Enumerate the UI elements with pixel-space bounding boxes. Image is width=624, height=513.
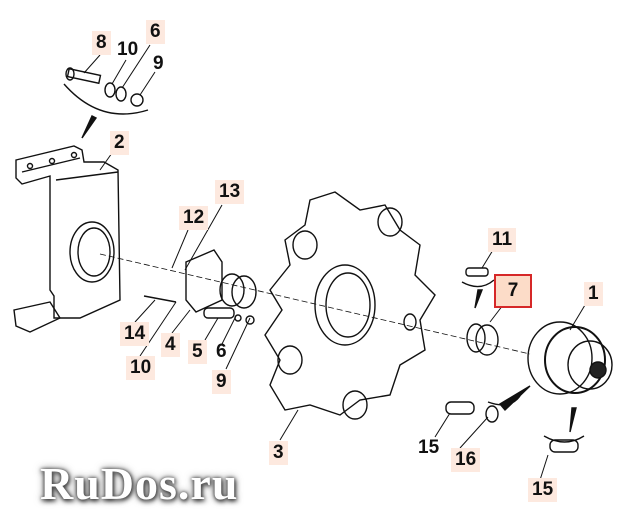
callout-10[interactable]: 10 xyxy=(117,39,139,60)
bracket-2 xyxy=(15,145,121,319)
callout-3[interactable]: 3 xyxy=(269,441,288,465)
callout-9[interactable]: 9 xyxy=(153,53,164,74)
leader-lines xyxy=(83,44,586,481)
drive-motor-1 xyxy=(527,321,613,395)
callout-1[interactable]: 1 xyxy=(584,282,603,306)
callout-8[interactable]: 8 xyxy=(92,31,111,55)
callout-13[interactable]: 13 xyxy=(215,180,245,204)
bolt-15 xyxy=(445,401,475,415)
pin-14 xyxy=(143,295,177,303)
bolt-15b xyxy=(549,439,579,453)
washer-16 xyxy=(485,405,499,423)
washer-10 xyxy=(104,82,116,98)
callout-6[interactable]: 6 xyxy=(146,20,165,44)
callout-11[interactable]: 11 xyxy=(488,228,517,252)
bushing-7 xyxy=(466,323,499,356)
pin-11 xyxy=(465,267,489,277)
callout-6-lower[interactable]: 6 xyxy=(216,341,227,362)
callout-15-lower[interactable]: 15 xyxy=(528,478,558,502)
bolt-8 xyxy=(65,67,102,85)
detail-arc xyxy=(63,83,149,115)
callout-4[interactable]: 4 xyxy=(161,333,180,357)
callout-16[interactable]: 16 xyxy=(451,448,481,472)
callout-7-highlighted[interactable]: 7 xyxy=(494,274,532,308)
nut-9 xyxy=(130,93,144,107)
detail-pointer xyxy=(81,115,98,139)
spacer-5 xyxy=(203,307,235,319)
callout-10-lower[interactable]: 10 xyxy=(126,356,156,380)
washer-6 xyxy=(115,86,127,102)
callout-14[interactable]: 14 xyxy=(120,322,150,346)
callout-15[interactable]: 15 xyxy=(418,437,440,458)
callout-2[interactable]: 2 xyxy=(110,131,129,155)
callout-5[interactable]: 5 xyxy=(188,340,207,364)
callout-12[interactable]: 12 xyxy=(179,206,209,230)
watermark: RuDos.ru xyxy=(40,458,239,509)
star-plate-3 xyxy=(264,191,436,416)
damper xyxy=(219,273,257,309)
callout-9-lower[interactable]: 9 xyxy=(212,370,231,394)
